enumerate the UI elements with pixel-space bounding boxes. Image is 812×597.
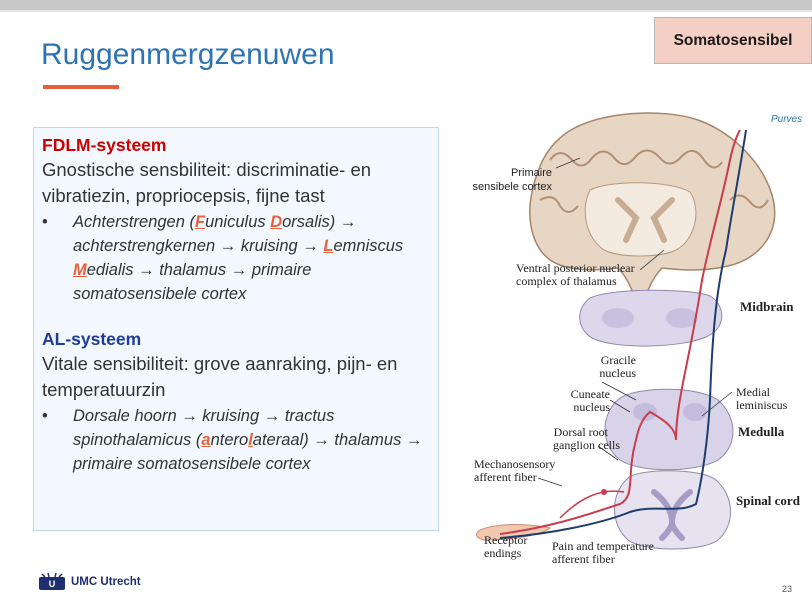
- label-primaire-1: Primaire: [511, 167, 552, 179]
- text-run: Dorsale hoorn → kruising → tractus spino…: [73, 407, 335, 449]
- leader-lines: [537, 157, 733, 487]
- label-medulla: Medulla: [738, 424, 785, 439]
- medulla-slice: [604, 388, 734, 471]
- bullet-dot: •: [42, 407, 48, 425]
- label-gracile-1: Gracile: [601, 353, 636, 367]
- somatosensory-pathway-figure: Primaire sensibele cortex Ventral poster…: [473, 112, 801, 566]
- label-dorsal-2: ganglion cells: [553, 438, 620, 452]
- label-primaire-2: sensibele cortex: [473, 181, 553, 193]
- label-mechano-2: afferent fiber: [474, 470, 537, 484]
- label-medial-1: Medial: [736, 385, 771, 399]
- topic-badge: Somatosensibel: [654, 17, 812, 64]
- text-run: uniculus: [205, 213, 271, 231]
- page-number: 23: [782, 584, 793, 594]
- top-bar: [0, 0, 812, 10]
- label-receptor-1: Receptor: [484, 533, 527, 547]
- dorsal-root: [559, 490, 625, 519]
- label-cuneate-2: nucleus: [573, 400, 610, 414]
- logo-text: UMC Utrecht: [71, 576, 141, 588]
- highlight-letter: l: [248, 431, 253, 449]
- highlight-letter: M: [73, 261, 87, 279]
- dcml-pathway: [499, 129, 741, 535]
- label-vpn-2: complex of thalamus: [516, 274, 617, 288]
- umc-logo: U UMC Utrecht: [37, 572, 141, 592]
- text-run: edialis → thalamus → primaire somatosens…: [73, 261, 312, 303]
- highlight-letter: D: [270, 213, 283, 231]
- fdlm-bullet-text: Achterstrengen (Funiculus Dorsalis) → ac…: [73, 210, 438, 306]
- label-spinal-cord: Spinal cord: [736, 493, 801, 508]
- highlight-letter: F: [194, 213, 206, 231]
- bullet-dot: •: [42, 213, 48, 231]
- label-mechano-1: Mechanosensory: [474, 457, 555, 471]
- al-bullet: • Dorsale hoorn → kruising → tractus spi…: [42, 404, 438, 476]
- label-vpn-1: Ventral posterior nuclear: [516, 261, 635, 275]
- brain-section: [529, 112, 776, 318]
- label-pain-1: Pain and temperature: [552, 539, 654, 553]
- al-title: AL-systeem: [42, 329, 142, 349]
- fdlm-bullet: • Achterstrengen (Funiculus Dorsalis) → …: [42, 210, 438, 306]
- al-subtitle: Vitale sensibiliteit: grove aanraking, p…: [42, 353, 398, 400]
- top-bar-line: [0, 10, 812, 12]
- svg-text:U: U: [49, 579, 56, 589]
- text-run: Achterstrengen (: [73, 213, 195, 231]
- highlight-letter: L: [323, 237, 334, 255]
- text-run: ntero: [210, 431, 249, 449]
- highlight-letter: a: [201, 431, 211, 449]
- label-medial-2: leminiscus: [736, 398, 788, 412]
- fdlm-title: FDLM-systeem: [42, 135, 167, 155]
- text-run: ateraal) → thalamus → primaire somatosen…: [73, 431, 423, 473]
- umc-logo-icon: U: [39, 572, 65, 590]
- label-dorsal-1: Dorsal root: [554, 425, 609, 439]
- spinal-cord-slice: [614, 470, 731, 550]
- figure-credit: Purves: [771, 114, 803, 125]
- title-underline: [43, 85, 119, 89]
- midbrain-slice: [579, 289, 723, 347]
- text-run: orsalis) → achterstrengkernen → kruising…: [73, 213, 357, 255]
- ganglion-cell: [601, 489, 607, 495]
- label-midbrain: Midbrain: [740, 299, 794, 314]
- label-cuneate-1: Cuneate: [571, 387, 610, 401]
- label-gracile-2: nucleus: [599, 366, 636, 380]
- fdlm-subtitle: Gnostische sensbiliteit: discriminatie- …: [42, 159, 372, 206]
- al-pathway: [499, 129, 747, 539]
- content-box: FDLM-systeem Gnostische sensbiliteit: di…: [33, 127, 439, 531]
- label-pain-2: afferent fiber: [552, 552, 615, 566]
- slide-title: Ruggenmergzenuwen: [41, 38, 335, 71]
- label-receptor-2: endings: [484, 546, 522, 560]
- al-bullet-text: Dorsale hoorn → kruising → tractus spino…: [73, 404, 438, 476]
- text-run: emniscus: [333, 237, 404, 255]
